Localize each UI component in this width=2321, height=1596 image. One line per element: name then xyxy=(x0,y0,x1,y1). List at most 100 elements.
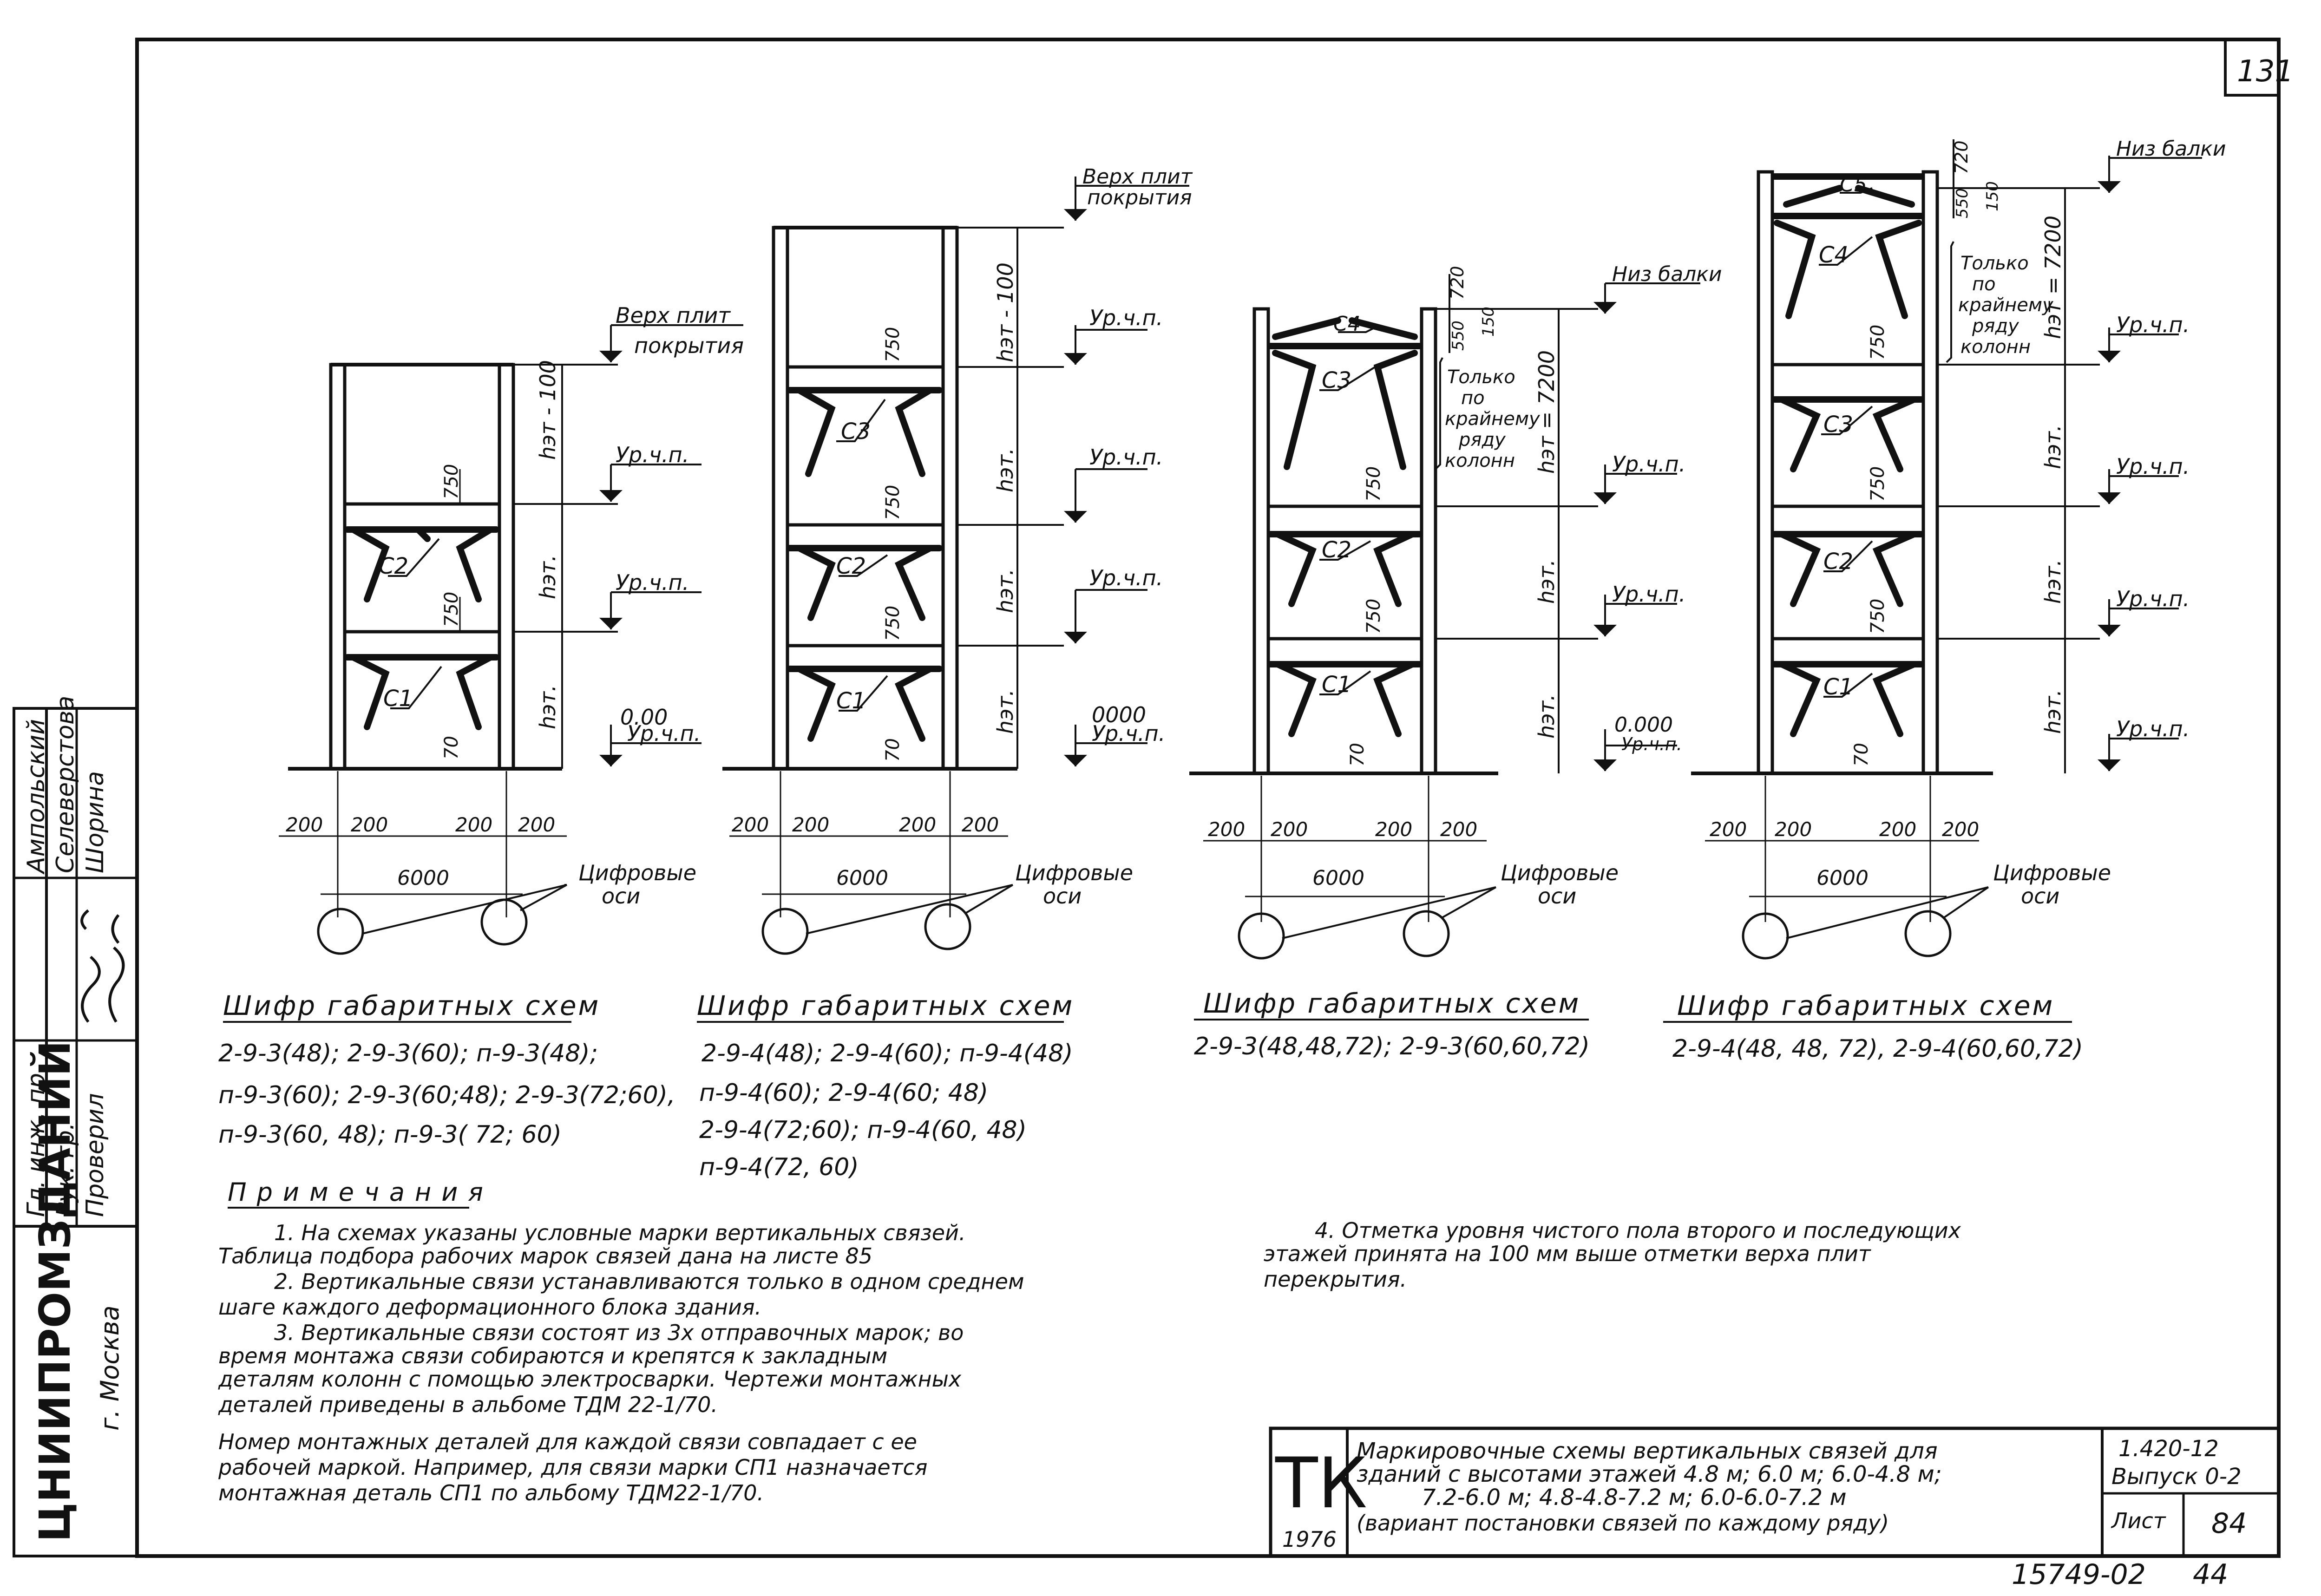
dim-70-2: 70 xyxy=(882,738,904,762)
dim-750-4a: 750 xyxy=(1867,325,1888,360)
label-digital-axes-4: Цифровые xyxy=(1993,860,2111,885)
cipher-title-4: Шифр габаритных схем xyxy=(1677,990,2054,1021)
brace-c2: С2 xyxy=(344,526,499,602)
dim-6000-2: 6000 xyxy=(836,866,888,890)
label-only-edge-3c: крайнему xyxy=(1445,408,1541,430)
label-digital-axes-3: Цифровые xyxy=(1501,860,1619,885)
brace-label-c1: С1 xyxy=(383,686,413,712)
cipher-2-line-4: п-9-4(72, 60) xyxy=(699,1153,859,1181)
brace-label-c2-2: С2 xyxy=(836,553,866,579)
notes: Примечания 1. На схемах указаны условные… xyxy=(218,1177,1961,1505)
dim-het-3b: hэт. xyxy=(1534,694,1559,739)
label-pokrytiya-2: покрытия xyxy=(1087,186,1192,209)
cipher-1-line-1: 2-9-3(48); 2-9-3(60); п-9-3(48); xyxy=(218,1040,598,1067)
dim-750-4c: 750 xyxy=(1867,599,1888,634)
label-niz-balki-3: Низ балки xyxy=(1612,262,1722,286)
brace-label-c3-3: С3 xyxy=(1322,367,1351,393)
dim-200-2a: 200 xyxy=(732,813,769,836)
cipher-block-1: Шифр габаритных схем 2-9-3(48); 2-9-3(60… xyxy=(218,990,675,1149)
brace-label-c2-4: С2 xyxy=(1823,549,1853,575)
dim-het7200-4: hэт = 7200 xyxy=(2040,216,2065,339)
dim-550-4: 550 xyxy=(1953,188,1972,218)
label-digital-axes-4b: оси xyxy=(2021,883,2059,909)
note-line-7: деталям колонн с помощью электросварки. … xyxy=(218,1367,962,1392)
series-code: 1.420-12 xyxy=(2118,1436,2219,1462)
title-line-1: Маркировочные схемы вертикальных связей … xyxy=(1357,1438,1938,1464)
note4-line-1: 4. Отметка уровня чистого пола второго и… xyxy=(1315,1218,1961,1243)
dim-200-1b: 200 xyxy=(351,813,388,836)
dim-720-4: 720 xyxy=(1951,140,1972,174)
note-line-10: рабочей маркой. Например, для связи марк… xyxy=(218,1455,927,1480)
label-urchp-2b: Ур.ч.п. xyxy=(1089,445,1163,470)
title-line-4: (вариант постановки связей по каждому ря… xyxy=(1357,1511,1889,1536)
label-only-edge-3b: по xyxy=(1461,387,1485,409)
label-digital-axes-2b: оси xyxy=(1043,883,1082,909)
dim-750-4b: 750 xyxy=(1867,466,1888,502)
label-only-edge-3d: ряду xyxy=(1458,429,1506,451)
tk-logo: ТК xyxy=(1275,1443,1367,1524)
cipher-2-line-3: 2-9-4(72;60); п-9-4(60, 48) xyxy=(699,1116,1027,1144)
note-line-5: 3. Вертикальные связи состоят из 3х отпр… xyxy=(274,1320,964,1345)
dim-het-1a: hэт. xyxy=(535,555,560,599)
dim-200-2d: 200 xyxy=(962,813,999,836)
axis-circle-2a xyxy=(761,908,809,955)
label-digital-axes-1: Цифровые xyxy=(578,860,696,885)
brace-label-c1-2: С1 xyxy=(836,688,866,714)
dim-750-1a: 750 xyxy=(441,464,462,499)
side-stamp: Гл. инж. пр. Рук. гр. Проверил Ампольски… xyxy=(13,696,138,1557)
label-urchp-4c: Ур.ч.п. xyxy=(2116,586,2190,611)
note4-line-2: этажей принята на 100 мм выше отметки ве… xyxy=(1264,1241,1871,1266)
brace-label-c4-4: С4 xyxy=(1819,242,1849,268)
dim-200-3b: 200 xyxy=(1271,818,1308,841)
sheet-no: 84 xyxy=(2211,1507,2247,1540)
sheet-number-box xyxy=(2224,38,2280,97)
bottom-number-2: 44 xyxy=(2193,1558,2228,1591)
axis-circle-4b xyxy=(1904,910,1952,957)
stamp-name-2: Селеверстова xyxy=(52,696,79,873)
label-urchp-1c: Ур.ч.п. xyxy=(627,721,701,746)
dim-6000-3: 6000 xyxy=(1312,866,1364,890)
note-line-11: монтажная деталь СП1 по альбому ТДМ22-1/… xyxy=(218,1480,764,1505)
label-urchp-4a: Ур.ч.п. xyxy=(2116,312,2190,337)
dim-het-2b: hэт. xyxy=(993,569,1018,613)
notes-title: Примечания xyxy=(228,1177,493,1207)
label-digital-axes-1b: оси xyxy=(602,883,640,909)
brace-label-c3-4: С3 xyxy=(1823,412,1853,438)
axis-circle-3a xyxy=(1238,912,1285,960)
dim-750-2a: 750 xyxy=(882,327,904,362)
dim-750-3b: 750 xyxy=(1363,599,1384,634)
label-level-0000-2: 0000 xyxy=(1092,702,1146,727)
stamp-org: ЦНИИПРОМЗДАНИЙ xyxy=(30,1040,80,1542)
axis-circle-4a xyxy=(1742,912,1789,960)
dim-6000-4: 6000 xyxy=(1816,866,1869,890)
cipher-1-line-3: п-9-3(60, 48); п-9-3( 72; 60) xyxy=(218,1121,562,1149)
issue-label: Выпуск 0-2 xyxy=(2111,1464,2242,1490)
frame-scheme-1: С2 С1 Верх плит покрытия Ур.ч. xyxy=(279,303,744,955)
cipher-block-4: Шифр габаритных схем 2-9-4(48, 48, 72), … xyxy=(1663,990,2083,1063)
dim-200-4a: 200 xyxy=(1710,818,1747,841)
cipher-2-line-1: 2-9-4(48); 2-9-4(60); п-9-4(48) xyxy=(702,1040,1073,1067)
cipher-block-3: Шифр габаритных схем 2-9-3(48,48,72); 2-… xyxy=(1194,988,1590,1060)
stamp-city: г. Москва xyxy=(95,1305,125,1431)
dim-70-4: 70 xyxy=(1851,743,1872,766)
label-digital-axes-3b: оси xyxy=(1538,883,1576,909)
note4-line-3: перекрытия. xyxy=(1264,1267,1407,1292)
note-line-1: 1. На схемах указаны условные марки верт… xyxy=(274,1220,966,1245)
label-urchp-2d: Ур.ч.п. xyxy=(1092,721,1165,746)
bottom-number: 15749-02 xyxy=(2012,1558,2146,1591)
label-only-edge-4e: колонн xyxy=(1960,336,2031,358)
cipher-1-line-2: п-9-3(60); 2-9-3(60;48); 2-9-3(72;60), xyxy=(218,1081,675,1109)
stamp-role-2: Рук. гр. xyxy=(52,1123,79,1217)
label-urchp-2a: Ур.ч.п. xyxy=(1089,305,1163,330)
dim-het-2c: hэт. xyxy=(993,689,1018,734)
axis-circle-1b xyxy=(480,898,528,946)
dim-het7200-3: hэт = 7200 xyxy=(1534,350,1559,474)
dim-200-1d: 200 xyxy=(518,813,555,836)
label-urchp-3c: Ур.ч.п. xyxy=(1621,734,1682,754)
label-urchp-4b: Ур.ч.п. xyxy=(2116,454,2190,479)
dim-het-3a: hэт. xyxy=(1534,559,1559,604)
note-line-2: Таблица подбора рабочих марок связей дан… xyxy=(218,1243,872,1269)
dim-200-4c: 200 xyxy=(1879,818,1916,841)
label-urchp-2c: Ур.ч.п. xyxy=(1089,565,1163,590)
